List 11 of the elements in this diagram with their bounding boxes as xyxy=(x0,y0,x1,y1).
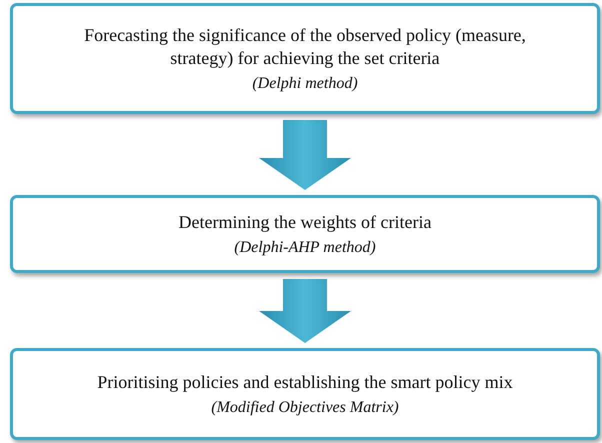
block-arrow xyxy=(259,120,351,190)
method-text: (Modified Objectives Matrix) xyxy=(211,399,399,418)
step-text: Determining the weights of criteria xyxy=(178,210,432,234)
process-box xyxy=(10,348,600,440)
process-box xyxy=(10,3,600,114)
step-text: Forecasting the significance of the observed policy (measure, strategy) for achieving the set criteria xyxy=(83,24,527,69)
method-text: (Delphi method) xyxy=(252,75,358,93)
method-text: (Delphi-AHP method) xyxy=(234,239,376,258)
step-text: Prioritising policies and establishing the smart policy mix xyxy=(97,370,513,394)
process-box xyxy=(10,195,600,273)
block-arrow xyxy=(259,279,351,343)
